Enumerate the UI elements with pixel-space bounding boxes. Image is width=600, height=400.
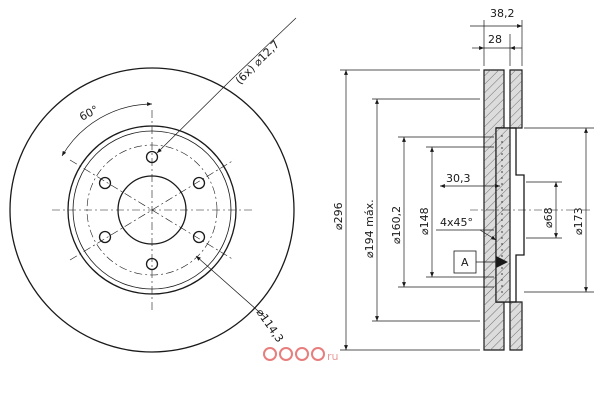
bolt-hole-label: (6x) ⌀12,7 xyxy=(233,38,282,87)
bolt-hole xyxy=(192,176,206,190)
width-inner-label: 28 xyxy=(488,33,502,46)
bolt-hole xyxy=(98,176,112,190)
watermark-logo: ru xyxy=(263,347,339,363)
bolt-leader-tail xyxy=(234,17,297,77)
dia-160-label: ⌀160,2 xyxy=(390,206,403,244)
pcd-label: ⌀114,3 xyxy=(254,306,287,345)
front-view: 60° (6x) ⌀12,7 ⌀114,3 xyxy=(9,17,297,353)
chamfer-label: 4x45° xyxy=(440,216,473,229)
hub-wall-hatch xyxy=(496,128,510,302)
logo-letter-c xyxy=(295,347,309,361)
angle-arc xyxy=(61,102,153,157)
bolt-hole xyxy=(145,150,159,164)
bolt-hole xyxy=(192,230,206,244)
pcd-leader-line xyxy=(195,255,267,319)
dia-68-label: ⌀68 xyxy=(542,207,555,228)
datum-label: A xyxy=(461,256,469,269)
dia-swept-label: ⌀194 máx. xyxy=(363,199,376,258)
bolt-holes xyxy=(98,150,206,271)
diagonal-centerline-2 xyxy=(69,159,235,261)
dia-173-label: ⌀173 xyxy=(572,207,585,235)
datum-triangle xyxy=(496,256,508,268)
logo-letter-p xyxy=(311,347,325,361)
bolt-leader-line xyxy=(156,75,236,154)
logo-letter-b xyxy=(279,347,293,361)
disc-section-bottom-right-hatch xyxy=(510,302,522,350)
hub-depth-label: 30,3 xyxy=(446,172,471,185)
bolt-hole xyxy=(98,230,112,244)
logo-domain-text: ru xyxy=(327,350,339,363)
chamfer-arrow xyxy=(479,229,497,241)
angle-label: 60° xyxy=(77,103,100,124)
dia-outer-label: ⌀296 xyxy=(332,202,345,230)
hub-hat-outline xyxy=(496,127,525,303)
dia-148-label: ⌀148 xyxy=(418,207,431,235)
bolt-hole xyxy=(145,257,159,271)
section-view: 38,2 28 ⌀296 ⌀194 máx. ⌀160,2 ⌀148 30,3 … xyxy=(332,7,594,351)
logo-letter-a xyxy=(263,347,277,361)
disc-section-top-right-hatch xyxy=(510,70,522,128)
width-total-label: 38,2 xyxy=(490,7,515,20)
outer-rim-circle xyxy=(9,67,295,353)
